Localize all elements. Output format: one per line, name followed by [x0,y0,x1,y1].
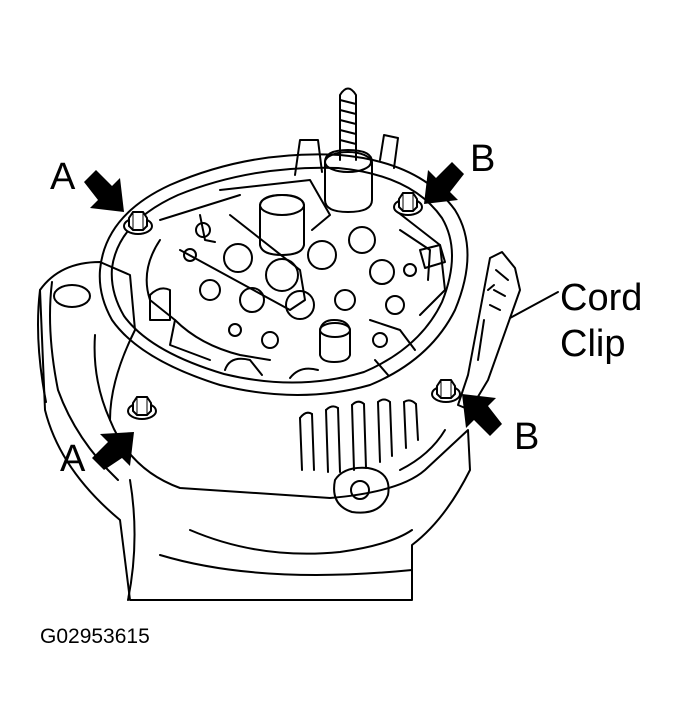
arrow-b-bottom-icon [462,394,502,436]
callout-label-b-top: B [470,138,496,180]
cord-clip [457,251,521,411]
arrow-a-bottom-icon [92,432,134,470]
callout-label-b-bottom: B [514,416,540,458]
regulator [259,194,305,256]
arrow-a-top-icon [84,170,124,212]
bolt-b-top [393,192,423,216]
cord-clip-label-line2: Clip [560,323,626,365]
arrow-b-top-icon [424,162,464,204]
rectifier-holes [183,226,417,349]
callout-label-a-top: A [50,156,76,198]
bolt-a-bottom [127,396,157,420]
figure-id: G02953615 [40,625,150,648]
bolt-a-top [123,211,153,235]
b-terminal-stud [339,87,357,161]
bolt-b-bottom [431,379,461,403]
cooling-fins [299,398,419,473]
callout-label-a-bottom: A [60,438,86,480]
rear-cover-rim [98,153,469,396]
cord-clip-label-line1: Cord [560,277,643,319]
